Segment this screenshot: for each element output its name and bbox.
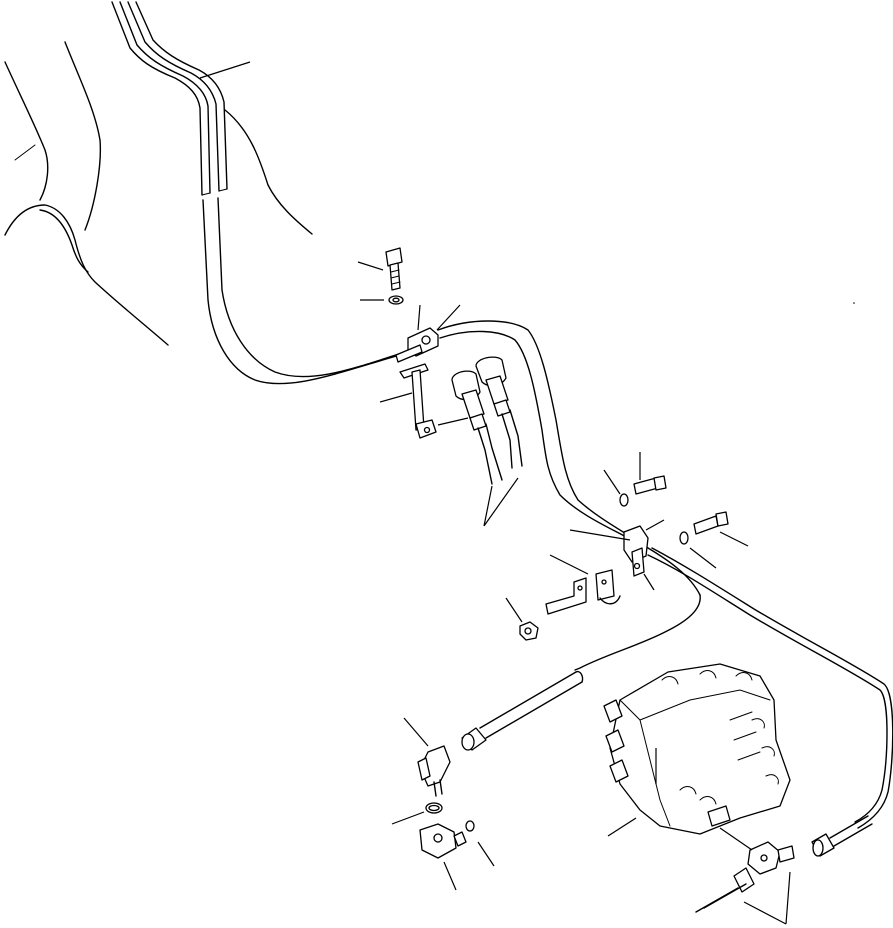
callout-leader: [436, 304, 461, 331]
callout-leader: [719, 531, 749, 547]
stray-dot: [853, 302, 855, 304]
callout-leader: [477, 841, 495, 867]
bolt-right-upper: [619, 475, 667, 507]
o-ring: [425, 802, 443, 814]
callout-leader: [391, 811, 425, 825]
hose-fitting-right: [475, 356, 523, 469]
mid-tubes: [437, 320, 893, 829]
callout-leader: [505, 597, 523, 623]
upper-hydraulic-tubes: [111, 1, 406, 385]
bolt-right-lower: [679, 511, 729, 545]
callout-leader: [443, 861, 457, 891]
callout-leader: [417, 304, 421, 331]
callout-leader: [645, 519, 665, 531]
callout-leader: [607, 817, 637, 837]
callout-leader: [379, 392, 413, 403]
clamp-upper: [395, 327, 439, 363]
control-valve: [603, 663, 791, 835]
callout-leader: [199, 61, 251, 79]
callout-leader: [549, 554, 589, 575]
elbow-fitting: [417, 745, 451, 797]
clamp-right: [623, 525, 649, 577]
bolt-upper: [385, 247, 403, 291]
callout-leader: [569, 529, 631, 541]
callout-leader: [403, 717, 429, 747]
callout-leader: [483, 477, 519, 527]
callout-leader: [743, 871, 791, 925]
callout-leader: [603, 469, 621, 495]
hose-fitting-left: [451, 370, 503, 485]
hose-stub-bottom: [695, 867, 755, 913]
machine-body-outline: [4, 41, 169, 346]
callout-leader: [437, 417, 469, 426]
tube-lower-left: [461, 670, 584, 751]
callout-leader: [357, 261, 384, 271]
callout-leader: [643, 573, 655, 591]
tee-fitting: [747, 841, 795, 875]
callout-leader: [719, 827, 753, 851]
nut: [519, 621, 539, 641]
callout-leader: [689, 547, 717, 569]
bracket-lower: [545, 569, 621, 615]
bracket-upper: [399, 363, 437, 439]
tube-end-right: [811, 815, 873, 857]
washer-upper: [388, 295, 404, 305]
connector-block: [419, 820, 475, 859]
